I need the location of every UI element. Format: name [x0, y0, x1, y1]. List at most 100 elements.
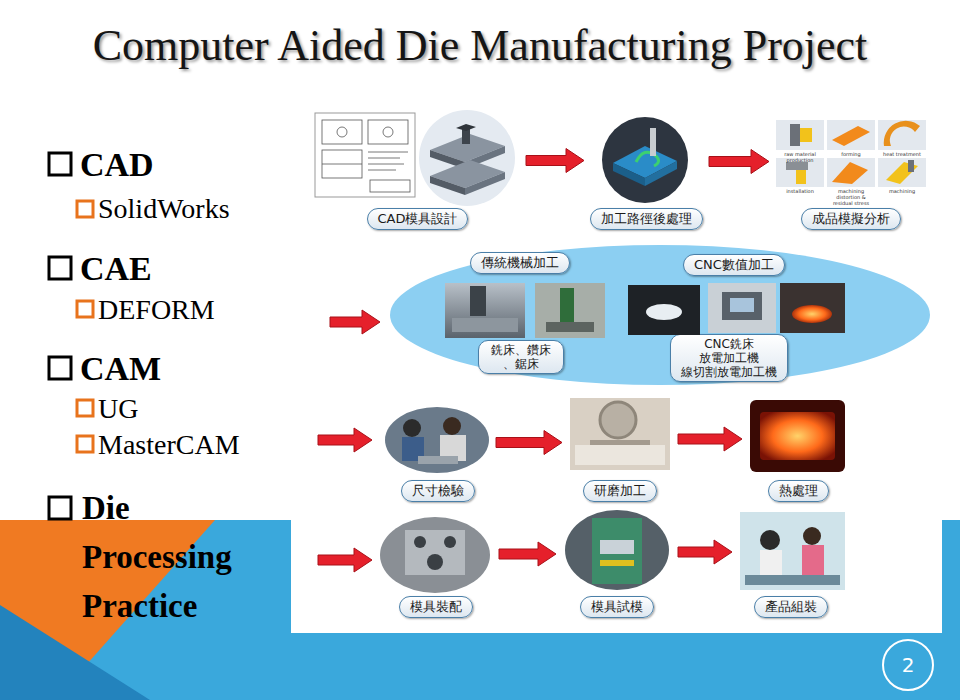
- process-step: 尺寸檢驗: [385, 405, 490, 502]
- machine-photo: [445, 283, 845, 338]
- technical-drawing: [322, 120, 410, 192]
- grinding-photo: [575, 445, 665, 465]
- sub-bullet: [77, 201, 93, 452]
- process-step: CAD模具設計: [315, 113, 520, 230]
- product-assembly-photo: [760, 530, 780, 550]
- list-item: UG: [98, 395, 138, 423]
- inspection-photo: [443, 417, 461, 435]
- machine-photo: [445, 283, 525, 338]
- machine-photo: [730, 298, 754, 312]
- process-step: 模具試模: [562, 508, 672, 618]
- machine-photo: [546, 322, 594, 332]
- tryout-press-photo: [600, 540, 634, 554]
- step-label: 成品模擬分析: [801, 208, 901, 230]
- technical-drawing: [368, 164, 404, 165]
- list-item: DEFORM: [98, 296, 215, 324]
- analysis-grid: [884, 121, 920, 146]
- dark-blue-corner: [0, 605, 150, 700]
- technical-drawing: [368, 120, 408, 144]
- slide-title: Computer Aided Die Manufacturing Project: [0, 18, 960, 74]
- product-assembly-photo: [802, 545, 824, 577]
- technical-drawing: [383, 127, 393, 137]
- flow-arrow: [678, 427, 742, 451]
- technical-drawing: [368, 158, 400, 159]
- assembly-photo: [380, 517, 490, 593]
- analysis-grid: [790, 124, 800, 146]
- grinding-photo: [590, 440, 650, 445]
- die-3d-model: [430, 150, 465, 169]
- inspection-photo: [403, 419, 421, 437]
- toolpath-image: [613, 163, 645, 186]
- process-step: 成品模擬分析: [775, 115, 927, 230]
- method-label: CNC數值加工: [694, 257, 774, 273]
- step-label: 模具試模: [580, 596, 654, 618]
- technical-drawing: [368, 170, 396, 171]
- analysis-grid: [908, 160, 914, 172]
- assembly-photo: [427, 554, 443, 570]
- machine-photo: [780, 283, 845, 333]
- die-3d-model: [430, 134, 505, 162]
- list-heading: CAD: [80, 148, 154, 182]
- step-label: 加工路徑後處理: [590, 208, 703, 230]
- analysis-grid: [776, 120, 926, 187]
- analysis-grid: [832, 126, 870, 146]
- page-number-circle: 2: [881, 638, 935, 692]
- technical-drawing: [368, 152, 408, 153]
- analysis-grid: [878, 120, 926, 150]
- step-label: 產品組裝: [754, 596, 828, 618]
- step-label: CAD模具設計: [367, 208, 469, 230]
- heat-treatment-photo: [750, 400, 845, 472]
- checkbox-bullet: [49, 257, 71, 279]
- checkbox-bullet: [49, 153, 71, 519]
- die-3d-model: [456, 124, 476, 131]
- die-3d-model: [465, 146, 505, 169]
- technical-drawing: [322, 120, 362, 144]
- list-heading: CAE: [80, 252, 152, 286]
- product-assembly-photo: [745, 575, 840, 585]
- image-caption: installation: [776, 188, 824, 194]
- tryout-press-photo: [565, 510, 669, 590]
- lead-in-arrow: [330, 310, 380, 334]
- analysis-grid: [776, 120, 824, 150]
- lead-in-arrow: [318, 548, 372, 572]
- image-caption: forming: [827, 151, 875, 157]
- grinding-photo: [570, 398, 670, 470]
- lead-in-arrow: [318, 310, 380, 572]
- step-label: 研磨加工: [583, 480, 657, 502]
- machine-photo: [792, 305, 832, 323]
- toolpath-image: [636, 152, 659, 166]
- analysis-grid: [796, 170, 806, 184]
- die-3d-model: [462, 126, 470, 144]
- page-number: 2: [881, 638, 935, 692]
- ellipse-shape: [390, 245, 930, 385]
- process-step: 模具裝配: [378, 512, 493, 618]
- analysis-grid: [776, 158, 824, 187]
- machine-photo: [470, 286, 486, 316]
- analysis-grid: [827, 158, 875, 187]
- technical-drawing: [322, 164, 362, 165]
- sub-bullet: [77, 400, 93, 416]
- list-heading: Die Processing Practice: [82, 484, 267, 631]
- toolpath-image: [602, 117, 688, 203]
- assembly-photo: [414, 536, 426, 548]
- process-step: 產品組裝: [738, 510, 844, 618]
- tryout-press-photo: [592, 518, 642, 584]
- analysis-grid: [832, 162, 868, 184]
- image-caption: machining: [878, 188, 926, 194]
- method-pill: CNC銑床 放電加工機 線切割放電加工機: [670, 334, 788, 382]
- inspection-photo: [440, 435, 466, 461]
- toolpath-image: [613, 146, 677, 178]
- step-label: 尺寸檢驗: [401, 480, 475, 502]
- die-3d-model: [430, 160, 505, 188]
- technical-drawing: [315, 113, 415, 197]
- machine-photo: [646, 304, 682, 320]
- technical-drawing: [322, 150, 362, 178]
- sub-bullet: [77, 301, 93, 317]
- machine-photo: [628, 285, 700, 335]
- lead-in-arrow: [318, 428, 372, 452]
- die-3d-model: [419, 110, 515, 206]
- image-caption: raw material production: [776, 151, 824, 163]
- heat-treatment-photo: [750, 400, 845, 472]
